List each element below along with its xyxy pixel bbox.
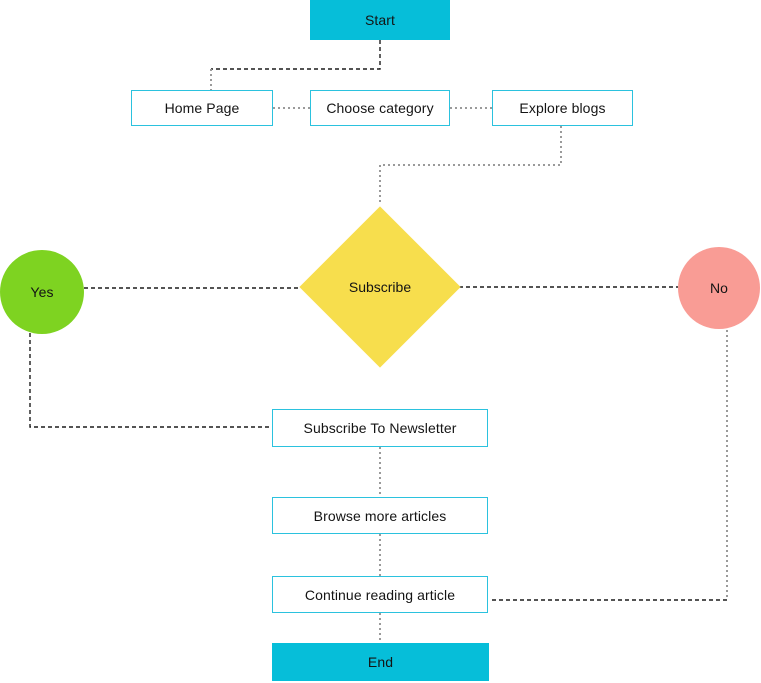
connector-explore-to-subscribe: [379, 126, 562, 205]
node-home-page: Home Page: [131, 90, 273, 126]
node-subscribe-decision: Subscribe: [299, 206, 461, 368]
node-choose-category: Choose category: [310, 90, 450, 126]
connector-yes-to-newsletter: [29, 333, 272, 428]
node-browse-more-articles: Browse more articles: [272, 497, 488, 534]
node-end: End: [272, 643, 489, 681]
node-no: No: [678, 247, 760, 329]
node-subscribe-to-newsletter: Subscribe To Newsletter: [272, 409, 488, 447]
node-subscribe-label: Subscribe: [348, 279, 412, 295]
connector-start-to-home: [211, 40, 381, 70]
node-explore-blogs: Explore blogs: [492, 90, 633, 126]
node-yes: Yes: [0, 250, 84, 334]
node-start: Start: [310, 0, 450, 40]
node-continue-reading-article: Continue reading article: [272, 576, 488, 613]
